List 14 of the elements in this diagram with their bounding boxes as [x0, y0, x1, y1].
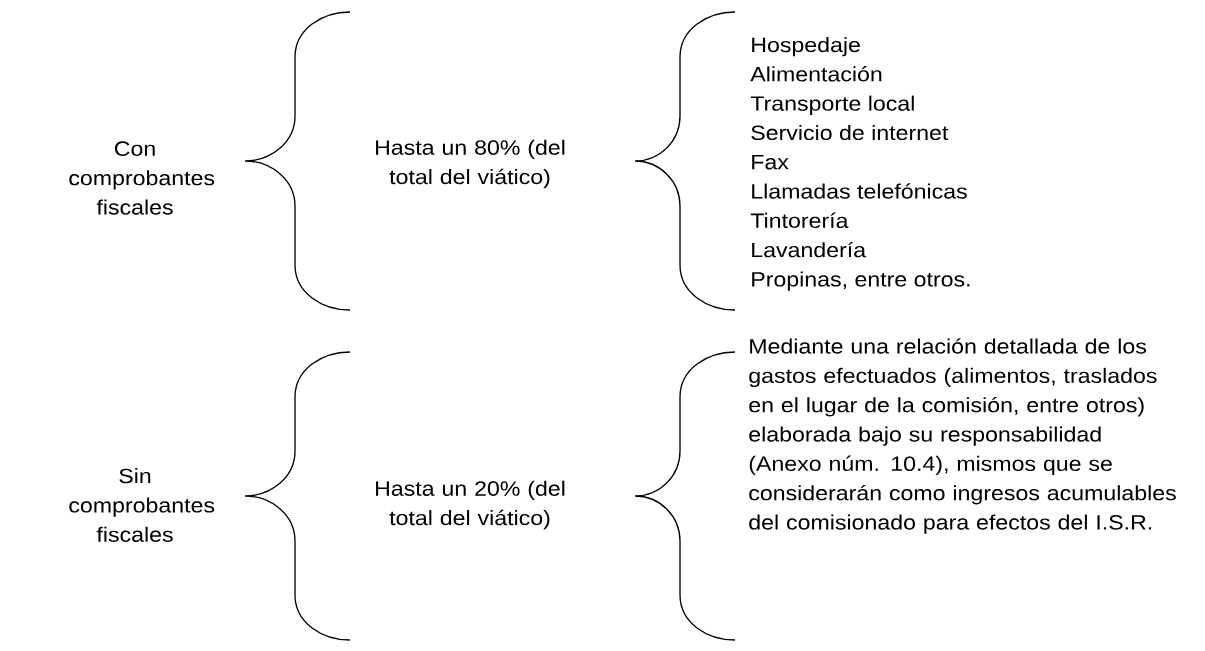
list-item: Lavandería — [752, 241, 867, 258]
list-item: Hospedaje — [752, 37, 860, 57]
list-item: Alimentación — [750, 66, 882, 82]
category-label: Con comprobantes fiscales — [69, 141, 215, 215]
list-item: Tintorería — [750, 212, 849, 228]
list-item: Propinas, entre otros. — [752, 271, 970, 291]
percentage-label: Hasta un 80% (del total del viático) — [376, 139, 565, 189]
description-text: Mediante una relación detallada de los gastos efectuados (alimentos, traslados en el lugar de la comisión, entre otros) elaborada bajo su responsabilidad (Anexo núm. 10.4), mismos que se considerarán como ingresos acumulables del comisionado para efectos del I.S.R. — [749, 338, 1176, 534]
list-item: Fax — [752, 155, 789, 170]
category-label: Sin comprobantes fiscales — [69, 468, 215, 542]
list-item: Transporte local — [750, 95, 914, 115]
percentage-label: Hasta un 20% (del total del viático) — [376, 480, 565, 530]
list-item: Llamadas telefónicas — [752, 183, 967, 199]
list-item: Servicio de internet — [751, 124, 949, 141]
